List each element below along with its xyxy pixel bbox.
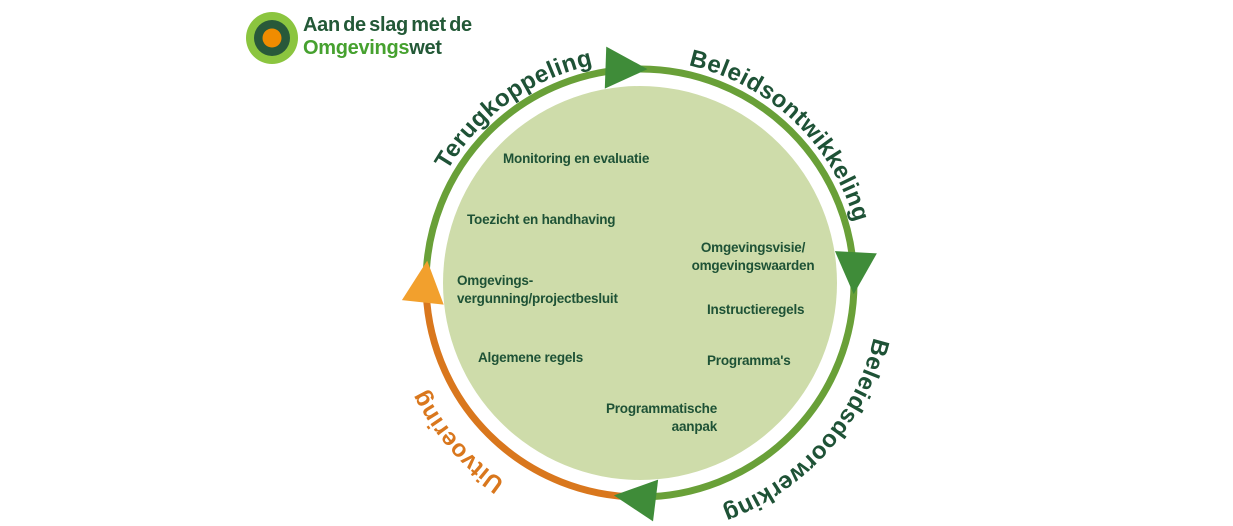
instrument-algemene-regels: Algemene regels [478, 350, 583, 365]
instrument-labels: Monitoring en evaluatie Toezicht en hand… [457, 151, 815, 434]
instrument-omgevingsvisie-line2: omgevingswaarden [692, 258, 815, 273]
logo: Aan de slag met de Omgevingswet [246, 12, 472, 64]
instrument-omgevingsvergunning-line1: Omgevings- [457, 273, 533, 288]
arrowhead-top-icon [604, 46, 648, 89]
cycle-ring-green-segment [422, 65, 858, 501]
instrument-omgevingsvergunning-line2: vergunning/projectbesluit [457, 291, 618, 306]
logo-brand-dark: wet [408, 37, 442, 59]
instrument-programmas: Programma's [707, 353, 791, 368]
instrument-programmatische-line1: Programmatische [606, 401, 718, 416]
logo-center-dot [262, 28, 282, 48]
svg-text:Omgevingswet: Omgevingswet [303, 37, 442, 59]
instrument-toezicht: Toezicht en handhaving [467, 212, 615, 227]
cycle-ring-orange-segment [422, 282, 641, 501]
cycle-inner-disc [443, 86, 837, 480]
arrowhead-right-icon [834, 251, 877, 295]
logo-brand-green: Omgevings [303, 37, 409, 59]
arrowhead-left-icon [401, 260, 444, 305]
logo-tagline: Aan de slag met de [303, 14, 472, 36]
instrument-instructieregels: Instructieregels [707, 302, 804, 317]
instrument-omgevingsvisie-line1: Omgevingsvisie/ [701, 240, 806, 255]
instrument-monitoring: Monitoring en evaluatie [503, 151, 650, 166]
arrowhead-bottom-icon [613, 479, 659, 522]
instrument-programmatische-line2: aanpak [672, 419, 718, 434]
